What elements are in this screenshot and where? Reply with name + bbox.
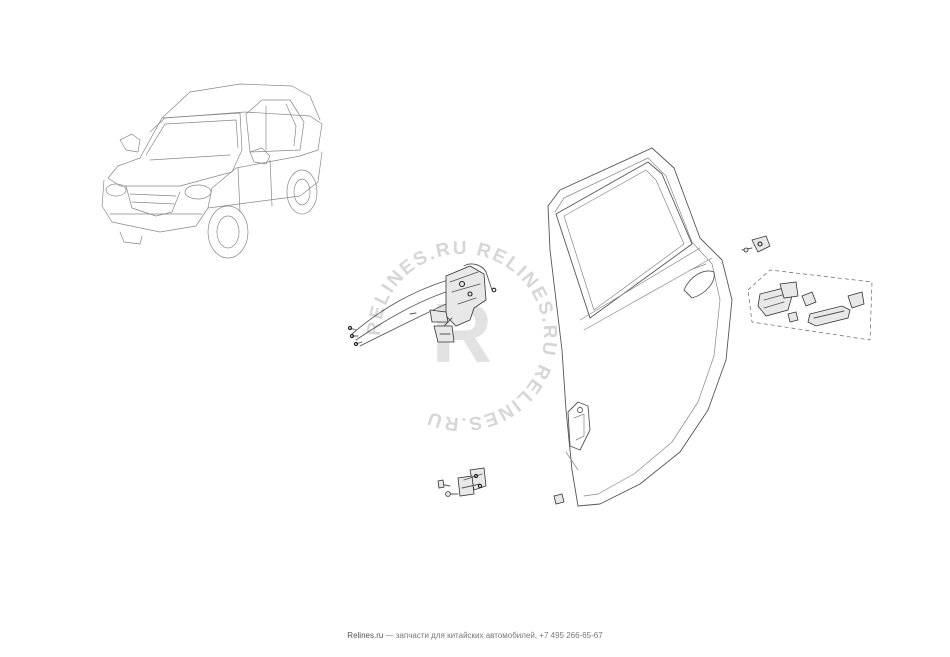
rear-door-assembly [547,147,733,507]
striker-plate [741,235,771,253]
footer-tagline: — запчасти для китайских автомобилей, +7… [383,631,603,640]
door-hinge-bracket [437,467,487,497]
watermark: RELINES.RU RELINES.RU RELINES.RU R [364,238,559,434]
door-lock-actuator-with-cables [347,263,497,347]
car-overview-illustration [101,83,323,259]
outer-door-handle-kit [747,269,873,341]
door-plug [553,493,565,505]
footer: Relines.ru — запчасти для китайских авто… [0,631,950,640]
footer-site-name: Relines.ru [347,631,384,640]
